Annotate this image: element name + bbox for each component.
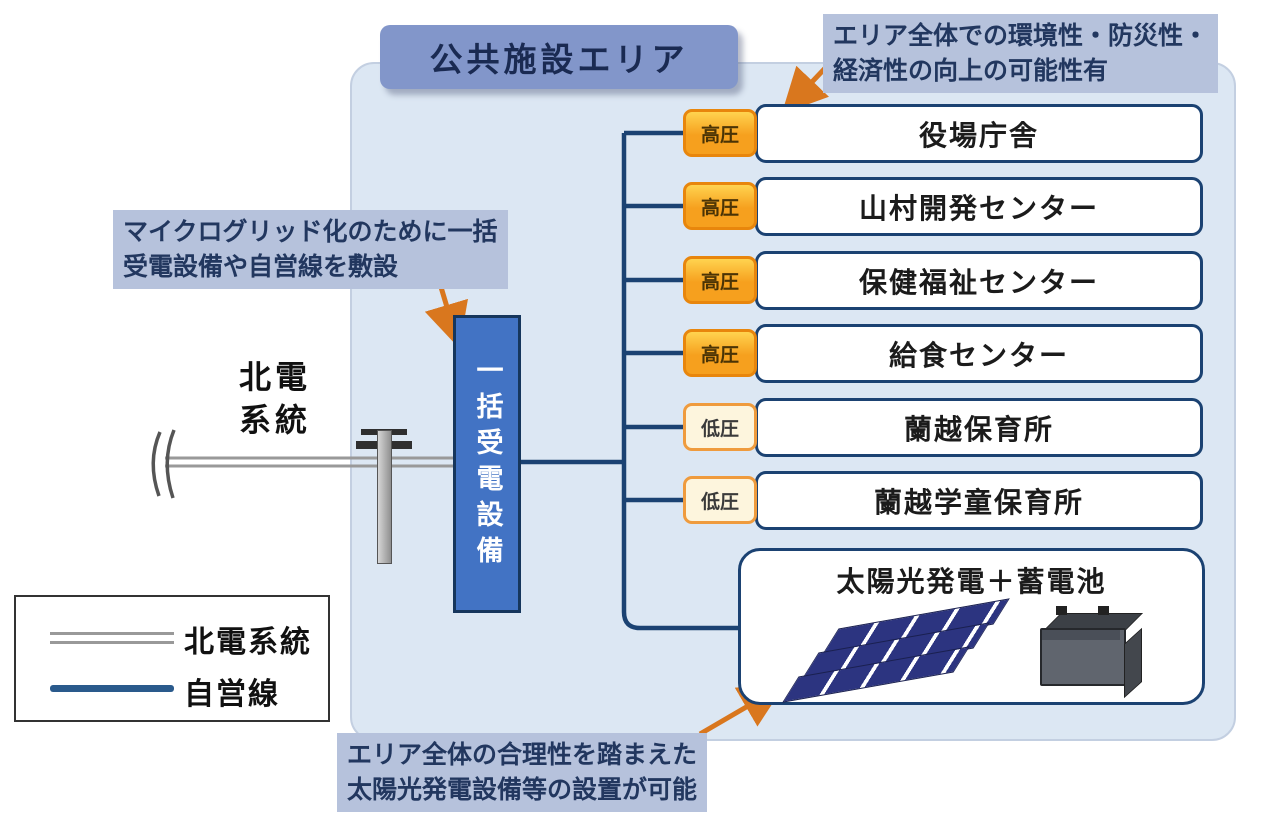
solar-battery-label: 太陽光発電＋蓄電池 (836, 565, 1107, 598)
facility-box: 山村開発センター (755, 177, 1203, 236)
battery-front-strip (1042, 630, 1120, 640)
callout-microgrid: マイクログリッド化のために一括 受電設備や自営線を敷設 (113, 210, 508, 289)
grid-source-line2: 系統 (238, 401, 311, 440)
voltage-badge-low: 低圧 (683, 476, 757, 524)
line-break-icon (151, 429, 176, 499)
legend-grid-label: 北電系統 (184, 625, 312, 660)
callout-microgrid-line2: 受電設備や自営線を敷設 (123, 251, 399, 281)
facility-box: 蘭越学童保育所 (755, 471, 1203, 530)
legend-own-label: 自営線 (184, 677, 280, 712)
facility-name: 蘭越学童保育所 (873, 485, 1084, 519)
facility-name: 山村開発センター (858, 191, 1099, 225)
facility-box: 給食センター (755, 324, 1203, 383)
legend: 北電系統 自営線 (14, 595, 330, 722)
bulk-receiving-equipment-label: 一括受電設備 (471, 356, 503, 572)
solar-panel-icon (782, 598, 1029, 705)
callout-solar: エリア全体の合理性を踏まえた 太陽光発電設備等の設置が可能 (337, 733, 708, 812)
callout-benefits-line2: 経済性の向上の可能性有 (833, 55, 1109, 85)
facility-box: 蘭越保育所 (755, 398, 1203, 457)
facility-box: 役場庁舎 (755, 104, 1203, 163)
callout-solar-line1: エリア全体の合理性を踏まえた (347, 740, 698, 769)
battery-terminal (1098, 606, 1109, 615)
grid-source-label: 北電 系統 (205, 356, 345, 442)
legend-own-line-swatch (50, 685, 174, 692)
callout-solar-line2: 太陽光発電設備等の設置が可能 (347, 774, 698, 804)
page-title: 公共施設エリア (380, 25, 738, 89)
utility-pole-icon (377, 430, 392, 564)
callout-microgrid-line1: マイクログリッド化のために一括 (123, 217, 498, 246)
bulk-receiving-equipment: 一括受電設備 (453, 315, 521, 613)
legend-grid-line-swatch (50, 641, 174, 644)
callout-benefits-line1: エリア全体での環境性・防災性・ (833, 21, 1209, 50)
voltage-badge-high: 高圧 (683, 329, 757, 377)
grid-source-line1: 北電 (238, 358, 311, 396)
battery-icon (1040, 606, 1144, 699)
facility-name: 役場庁舎 (918, 118, 1039, 152)
facility-box: 保健福祉センター (755, 251, 1203, 310)
voltage-badge-high: 高圧 (683, 256, 757, 304)
voltage-badge-low: 低圧 (683, 403, 757, 451)
legend-grid-line-swatch (50, 632, 174, 635)
battery-side-face (1124, 627, 1142, 699)
voltage-badge-high: 高圧 (683, 109, 757, 157)
battery-terminal (1056, 606, 1067, 615)
voltage-badge-high: 高圧 (683, 182, 757, 230)
solar-battery-box: 太陽光発電＋蓄電池 (738, 548, 1205, 705)
facility-name: 給食センター (888, 338, 1069, 372)
facility-name: 保健福祉センター (858, 265, 1099, 299)
callout-benefits: エリア全体での環境性・防災性・ 経済性の向上の可能性有 (823, 14, 1219, 93)
facility-name: 蘭越保育所 (903, 412, 1054, 446)
